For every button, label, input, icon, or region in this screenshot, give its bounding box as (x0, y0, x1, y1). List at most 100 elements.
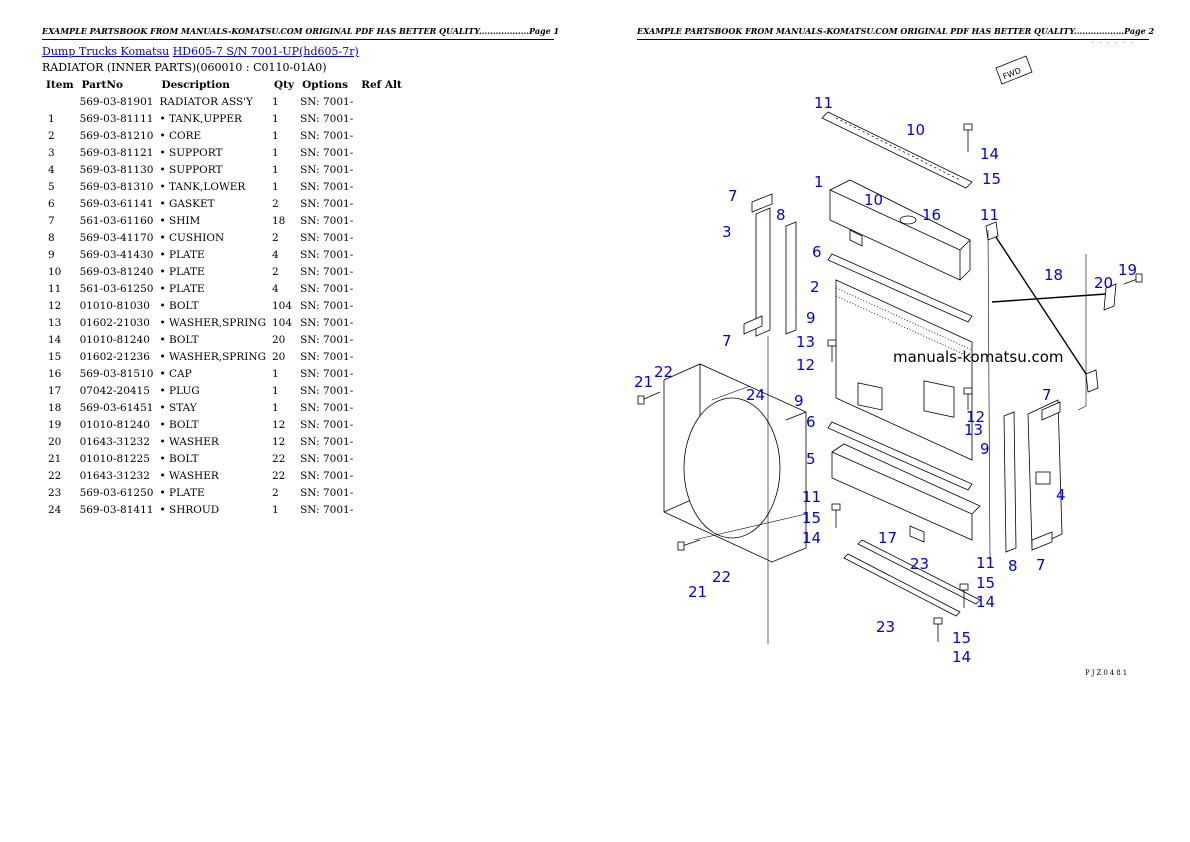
description-cell: • BOLT (159, 333, 199, 346)
callout-label: 23 (910, 555, 929, 573)
ref-alt-cell (357, 297, 406, 314)
callout-label: 14 (980, 145, 999, 163)
description-cell: • SHROUD (159, 503, 220, 516)
radiator-diagram-svg: FWD (634, 55, 1143, 666)
callout-label: 15 (982, 170, 1001, 188)
quantity-cell: 4 (272, 282, 279, 295)
callout-label: 14 (976, 593, 995, 611)
part-number-cell: 561-03-61160 (79, 214, 154, 227)
quantity-cell: 2 (272, 197, 279, 210)
callout-label: 7 (1042, 386, 1052, 404)
part-number-cell: 569-03-41430 (79, 248, 154, 261)
ref-alt-cell (357, 246, 406, 263)
options-cell: SN: 7001- (300, 231, 354, 244)
ref-alt-cell (357, 195, 406, 212)
part-number-cell: 569-03-81901 (79, 95, 154, 108)
top-code: · · · · · · (1092, 40, 1135, 47)
ref-alt-cell (357, 467, 406, 484)
breadcrumb-link-model[interactable]: HD605-7 S/N 7001-UP(hd605-7r) (172, 45, 359, 58)
callout-label: 14 (952, 648, 971, 666)
description-cell: • PLATE (159, 486, 205, 499)
ref-alt-cell (357, 416, 406, 433)
options-cell: SN: 7001- (300, 435, 354, 448)
options-cell: SN: 7001- (300, 197, 354, 210)
callout-label: 11 (814, 94, 833, 112)
item-number-cell: 15 (48, 350, 62, 363)
options-cell: SN: 7001- (300, 248, 354, 261)
quantity-cell: 20 (272, 350, 286, 363)
part-number-cell: 569-03-81111 (79, 112, 154, 125)
item-number-cell: 5 (48, 180, 55, 193)
breadcrumb-link-dump-trucks[interactable]: Dump Trucks Komatsu (42, 45, 170, 58)
part-number-cell: 569-03-81411 (79, 503, 154, 516)
options-cell: SN: 7001- (300, 214, 354, 227)
header-options: Options (302, 79, 348, 91)
quantity-cell: 1 (272, 146, 279, 159)
gasket-lower-shape (827, 421, 973, 491)
callout-label: 24 (746, 386, 765, 404)
description-cell: • WASHER (159, 469, 219, 482)
callout-label: 6 (812, 243, 822, 261)
description-cell: • SUPPORT (159, 146, 223, 159)
radiator-core-shape (835, 279, 973, 461)
description-cell: • PLATE (159, 282, 205, 295)
callout-label: 16 (922, 206, 941, 224)
part-number-cell: 01010-81225 (79, 452, 150, 465)
item-number-cell: 14 (48, 333, 62, 346)
part-number-cell: 569-03-81240 (79, 265, 154, 278)
quantity-cell: 1 (272, 180, 279, 193)
table-header-row: Item PartNo Description Qty Options Ref … (42, 77, 406, 93)
options-cell: SN: 7001- (300, 469, 354, 482)
callout-label: 13 (796, 333, 815, 351)
header-item: Item (46, 79, 74, 91)
options-cell: SN: 7001- (300, 452, 354, 465)
callout-label: 21 (688, 583, 707, 601)
quantity-cell: 1 (272, 95, 279, 108)
item-number-cell: 7 (48, 214, 55, 227)
ref-alt-cell (357, 280, 406, 297)
gasket-upper-shape (827, 253, 973, 323)
ref-alt-cell (357, 484, 406, 501)
drawing-code: PJZ0481 (1085, 669, 1130, 677)
callout-label: 12 (796, 356, 815, 374)
item-number-cell: 1 (48, 112, 55, 125)
page-header-1: EXAMPLE PARTSBOOK FROM MANUALS-KOMATSU.C… (42, 25, 559, 40)
lower-plate-shape (857, 539, 981, 605)
callout-label: 20 (1094, 274, 1113, 292)
callout-label: 23 (876, 618, 895, 636)
description-cell: • BOLT (159, 418, 199, 431)
item-number-cell (42, 93, 78, 110)
callout-label: 8 (776, 206, 786, 224)
quantity-cell: 1 (272, 163, 279, 176)
options-cell: SN: 7001- (300, 486, 354, 499)
section-title: RADIATOR (INNER PARTS)(060010 : C0110-01… (42, 61, 327, 74)
ref-alt-cell (357, 433, 406, 450)
item-number-cell: 13 (48, 316, 62, 329)
watermark-text: manuals-komatsu.com (893, 348, 1064, 366)
callout-label: 10 (864, 191, 883, 209)
item-number-cell: 21 (48, 452, 62, 465)
quantity-cell: 1 (272, 401, 279, 414)
description-cell: • PLATE (159, 248, 205, 261)
quantity-cell: 2 (272, 231, 279, 244)
item-number-cell: 8 (48, 231, 55, 244)
item-number-cell: 11 (48, 282, 62, 295)
ref-alt-cell (357, 348, 406, 365)
part-number-cell: 01602-21236 (79, 350, 150, 363)
breadcrumb: Dump Trucks Komatsu HD605-7 S/N 7001-UP(… (42, 45, 359, 58)
callout-label: 15 (976, 574, 995, 592)
item-number-cell: 9 (48, 248, 55, 261)
lower-tank-shape (831, 451, 973, 541)
options-cell: SN: 7001- (300, 503, 354, 516)
